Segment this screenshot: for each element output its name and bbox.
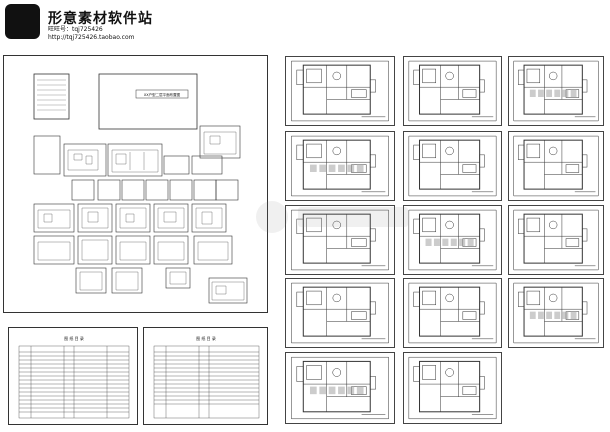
index-table-left-title: 图 纸 目 录 — [64, 335, 84, 341]
floor-plan-drawing — [408, 209, 497, 271]
floor-plan-thumbnail — [508, 131, 604, 201]
floor-plan-drawing — [291, 60, 389, 122]
wangwang-text: 旺旺号：tqj725426 — [48, 26, 103, 33]
floor-plan-drawing — [408, 135, 497, 197]
floor-plan-thumbnail — [403, 205, 502, 275]
watermark-logo — [256, 201, 408, 233]
shop-url: http://tqj725426.taobao.com — [48, 34, 135, 41]
index-table-left: 图 纸 目 录 — [8, 327, 138, 425]
floor-plan-drawing — [291, 135, 389, 197]
floor-plan-drawing — [513, 209, 599, 271]
floor-plan-thumbnail — [285, 205, 395, 275]
floor-plan-drawing — [291, 282, 389, 344]
floor-plan-drawing — [408, 282, 497, 344]
floor-plan-thumbnail — [403, 278, 502, 348]
floor-plan-drawing — [513, 282, 599, 344]
floor-plan-thumbnail — [285, 131, 395, 201]
index-table-right-lines: 图 纸 目 录 — [153, 335, 260, 419]
floor-plan-thumbnail — [508, 56, 604, 126]
site-title: 形意素材软件站 — [48, 11, 153, 27]
index-table-right: 图 纸 目 录 — [143, 327, 268, 425]
site-contact: 旺旺号：tqj725426 http://tqj725426.taobao.co… — [48, 26, 135, 42]
index-table-left-lines: 图 纸 目 录 — [18, 335, 130, 419]
drawing-sheet-overview: XX户型二层平面布置图 — [3, 55, 268, 313]
floor-plan-thumbnail — [403, 131, 502, 201]
index-table-right-title: 图 纸 目 录 — [196, 335, 216, 341]
site-logo — [5, 4, 40, 39]
floor-plan-drawing — [513, 60, 599, 122]
floor-plan-drawing — [408, 356, 497, 420]
floor-plan-drawing — [291, 356, 389, 420]
floor-plan-drawing — [291, 209, 389, 271]
floor-plan-thumbnail — [508, 205, 604, 275]
floor-plan-thumbnail — [403, 56, 502, 126]
floor-plan-drawing — [513, 135, 599, 197]
floor-plan-thumbnail — [508, 278, 604, 348]
floor-plan-drawing — [408, 60, 497, 122]
floor-plan-thumbnail — [403, 352, 502, 424]
overview-drawings: XX户型二层平面布置图 — [33, 73, 248, 304]
cover-stamp-text: XX户型二层平面布置图 — [144, 92, 181, 97]
floor-plan-thumbnail — [285, 56, 395, 126]
floor-plan-thumbnail — [285, 278, 395, 348]
floor-plan-thumbnail — [285, 352, 395, 424]
